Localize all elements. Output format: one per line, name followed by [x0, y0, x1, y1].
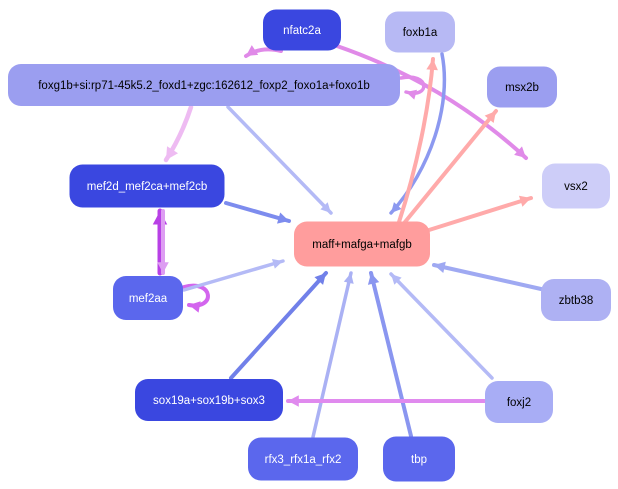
edge-mef2aa-to-maff_cluster [182, 258, 285, 292]
node-shape-mef2aa[interactable] [113, 276, 183, 320]
arrowhead-icon [166, 146, 179, 160]
edge-foxb1a-to-maff_cluster [389, 52, 447, 215]
edge-tbp-to-maff_cluster [367, 271, 413, 438]
node-foxj2[interactable]: foxj2 [485, 381, 553, 423]
edge-maff_cluster-to-vsx2 [427, 195, 533, 232]
arrowhead-icon [514, 146, 526, 158]
edge-foxg1b_cluster-to-foxg1b_cluster [399, 75, 426, 100]
edge-line [224, 201, 291, 223]
node-shape-sox19_cluster[interactable] [135, 379, 283, 421]
node-shape-rfx3_cluster[interactable] [248, 437, 358, 481]
node-vsx2[interactable]: vsx2 [542, 163, 610, 209]
edge-sox19_cluster-to-maff_cluster [229, 271, 328, 380]
edge-line [403, 109, 498, 224]
node-shape-mef2d_cluster[interactable] [69, 164, 225, 208]
edge-line [369, 271, 413, 438]
arrowhead-icon [518, 195, 531, 207]
edge-line [389, 52, 447, 215]
node-shape-msx2b[interactable] [487, 66, 557, 108]
edge-foxg1b_cluster-to-mef2d_cluster [163, 104, 194, 163]
arrowhead-icon [484, 111, 496, 124]
edge-line [427, 196, 533, 232]
edge-line [182, 259, 285, 292]
node-shape-foxj2[interactable] [485, 381, 553, 423]
edge-maff_cluster-to-foxb1a [397, 57, 438, 224]
edge-mef2d_cluster-to-maff_cluster [224, 201, 291, 224]
arrowhead-icon [152, 211, 168, 225]
arrowhead-icon [434, 261, 446, 274]
node-mef2aa[interactable]: mef2aa [113, 276, 183, 320]
edge-line [389, 272, 494, 380]
arrowhead-icon [406, 89, 417, 100]
node-msx2b[interactable]: msx2b [487, 66, 557, 108]
node-shape-vsx2[interactable] [542, 163, 610, 209]
node-foxg1b_cluster[interactable]: foxg1b+si:rp71-45k5.2_foxd1+zgc:162612_f… [8, 64, 400, 106]
edge-mef2aa-to-mef2aa [182, 283, 210, 313]
node-shape-foxb1a[interactable] [385, 11, 455, 53]
arrowhead-icon [288, 395, 299, 407]
edge-nfatc2a-to-vsx2 [335, 44, 528, 160]
node-shape-maff_cluster[interactable] [294, 221, 430, 267]
edge-foxg1b_cluster-to-maff_cluster [226, 105, 333, 215]
edge-line [335, 44, 528, 160]
node-zbtb38[interactable]: zbtb38 [541, 279, 611, 321]
node-shape-tbp[interactable] [383, 436, 455, 482]
node-foxb1a[interactable]: foxb1a [385, 11, 455, 53]
arrowhead-icon [343, 273, 354, 284]
edge-line [226, 105, 333, 215]
edge-mef2d_cluster-to-mef2aa [157, 209, 169, 275]
node-shape-nfatc2a[interactable] [263, 9, 341, 51]
node-mef2d_cluster[interactable]: mef2d_mef2ca+mef2cb [69, 164, 225, 208]
node-maff_cluster[interactable]: maff+mafga+mafgb [294, 221, 430, 267]
arrowhead-icon [320, 202, 331, 213]
node-sox19_cluster[interactable]: sox19a+sox19b+sox3 [135, 379, 283, 421]
node-nfatc2a[interactable]: nfatc2a [263, 9, 341, 51]
node-shape-foxg1b_cluster[interactable] [8, 64, 400, 106]
edge-line [311, 271, 353, 439]
arrowhead-icon [426, 59, 438, 71]
edge-zbtb38-to-maff_cluster [432, 261, 543, 291]
node-shape-zbtb38[interactable] [541, 279, 611, 321]
edge-line [229, 271, 328, 380]
arrowhead-icon [189, 301, 201, 313]
edge-maff_cluster-to-msx2b [403, 109, 498, 224]
arrowhead-icon [367, 273, 380, 285]
arrowhead-icon [391, 202, 402, 213]
arrowhead-icon [314, 273, 326, 285]
node-rfx3_cluster[interactable]: rfx3_rfx1a_rfx2 [248, 437, 358, 481]
edge-rfx3_cluster-to-maff_cluster [311, 271, 354, 439]
arrowhead-icon [277, 212, 289, 224]
edge-line [432, 263, 543, 291]
arrowhead-icon [271, 258, 283, 269]
edge-foxj2-to-maff_cluster [389, 272, 494, 380]
arrowhead-icon [246, 45, 259, 56]
edge-foxj2-to-sox19_cluster [286, 395, 487, 407]
edges-layer [152, 44, 543, 439]
node-tbp[interactable]: tbp [383, 436, 455, 482]
edge-line [397, 57, 435, 224]
arrowhead-icon [157, 262, 169, 273]
arrowhead-icon [391, 274, 402, 285]
nodes-layer: nfatc2a foxb1a foxg1b+si:rp71-45k5.2_foxd1… [8, 9, 611, 482]
